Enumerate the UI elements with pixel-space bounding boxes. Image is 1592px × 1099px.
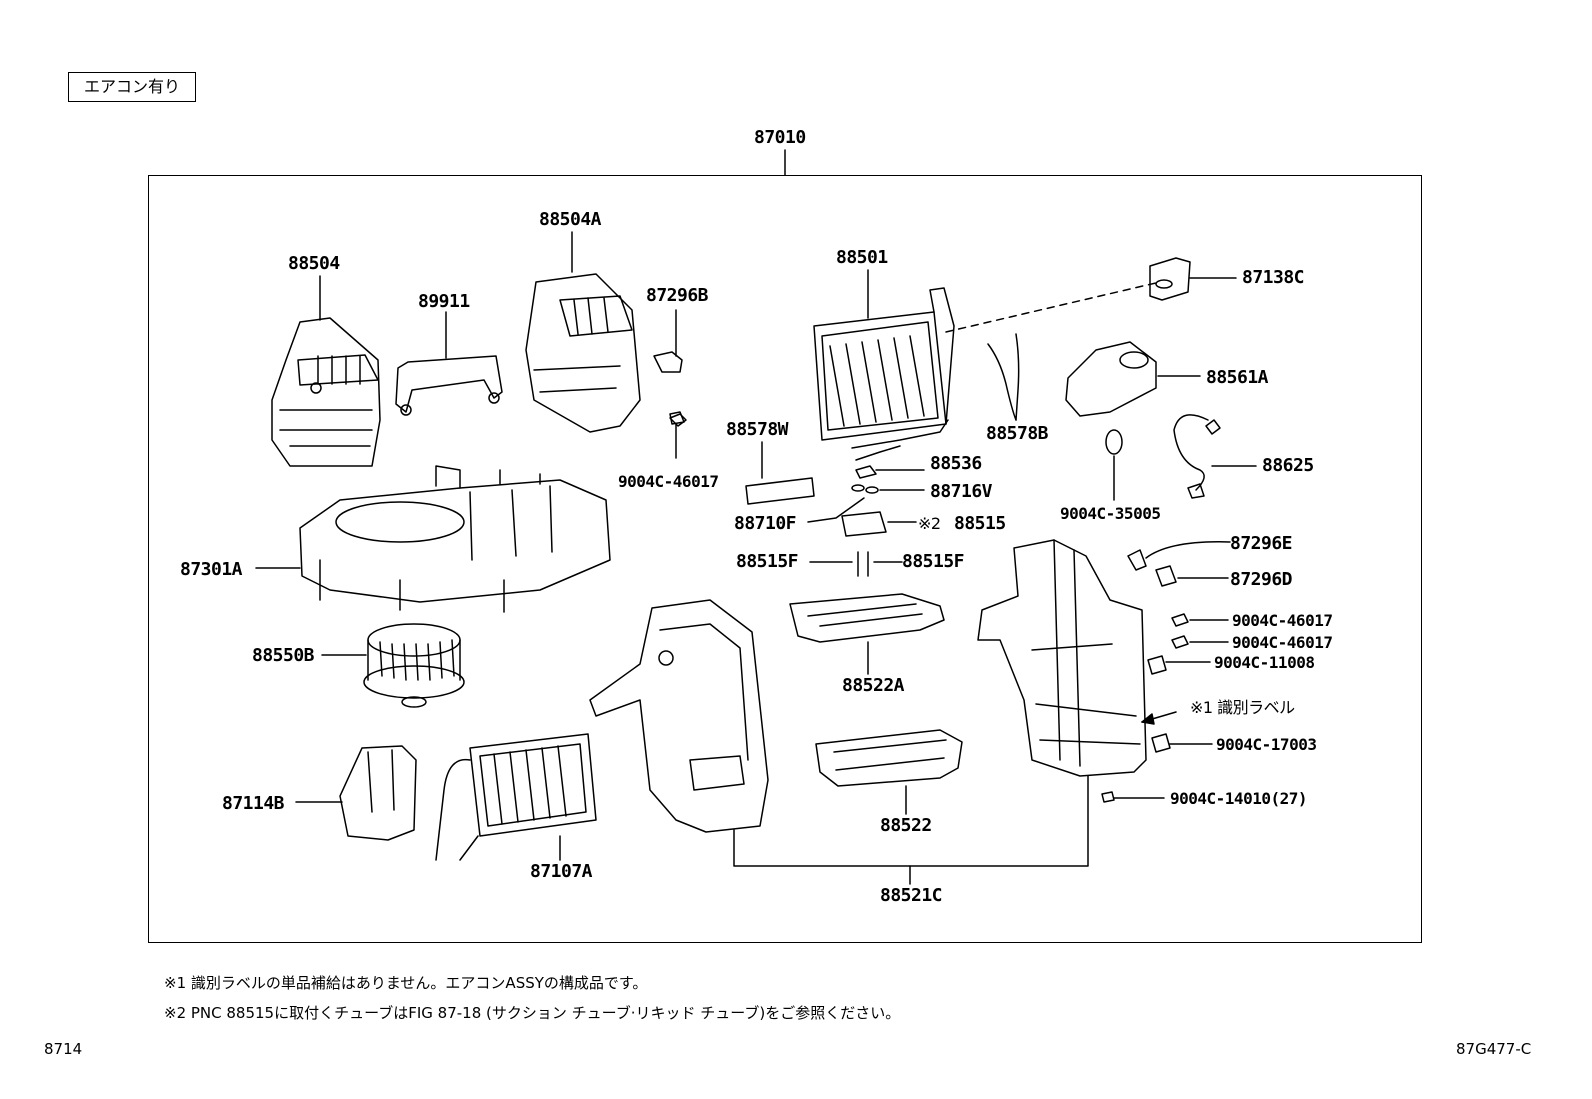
part-label-88578W: 88578W bbox=[726, 419, 789, 440]
part-9004C-46017-drawing bbox=[669, 413, 687, 427]
part-label-9004C-46017-b: 9004C-46017 bbox=[1232, 611, 1333, 630]
part-label-9004C-46017-a: 9004C-46017 bbox=[618, 472, 719, 491]
part-89911-drawing bbox=[395, 311, 503, 416]
part-88515F-drawing bbox=[809, 551, 903, 577]
part-label-88521C: 88521C bbox=[880, 885, 943, 906]
part-label-87114B: 87114B bbox=[222, 793, 285, 814]
part-label-9004C-46017-c: 9004C-46017 bbox=[1232, 633, 1333, 652]
part-87138C-drawing bbox=[1149, 257, 1237, 301]
part-87301A-drawing bbox=[255, 465, 611, 613]
part-88550B-drawing bbox=[321, 623, 465, 708]
part-9004C-17003-drawing bbox=[1151, 733, 1213, 753]
part-label-88522A: 88522A bbox=[842, 675, 905, 696]
part-label-88504A: 88504A bbox=[539, 209, 602, 230]
part-9004C-35005-drawing bbox=[1105, 429, 1123, 501]
part-label-88522: 88522 bbox=[880, 815, 932, 836]
part-87114B-drawing bbox=[295, 745, 417, 841]
part-label-9004C-11008: 9004C-11008 bbox=[1214, 653, 1315, 672]
part-label-88515: 88515 bbox=[954, 513, 1006, 534]
part-88578W-drawing bbox=[745, 441, 815, 505]
part-label-87107A: 87107A bbox=[530, 861, 593, 882]
part-88536-group-drawing bbox=[807, 465, 925, 537]
part-label-88561A: 88561A bbox=[1206, 367, 1269, 388]
part-label-88515F-b: 88515F bbox=[902, 551, 965, 572]
part-88501-drawing bbox=[813, 269, 955, 461]
part-label-88716V: 88716V bbox=[930, 481, 993, 502]
part-88578B-drawing bbox=[987, 333, 1020, 421]
part-label-9004C-35005: 9004C-35005 bbox=[1060, 504, 1161, 523]
part-88561A-drawing bbox=[1065, 341, 1201, 417]
part-87296D-drawing bbox=[1155, 565, 1229, 587]
part-88521C-left-drawing bbox=[589, 599, 769, 833]
part-label-88536: 88536 bbox=[930, 453, 982, 474]
footnote-1: ※1 識別ラベルの単品補給はありません。エアコンASSYの構成品です。 bbox=[164, 974, 648, 992]
part-mark-88515: ※2 bbox=[918, 514, 941, 533]
part-label-88501: 88501 bbox=[836, 247, 888, 268]
part-label-88515F-a: 88515F bbox=[736, 551, 799, 572]
aircon-tag: エアコン有り bbox=[68, 72, 196, 102]
part-label-87301A: 87301A bbox=[180, 559, 243, 580]
part-label-87296E: 87296E bbox=[1230, 533, 1293, 554]
dashed-leader bbox=[945, 281, 1161, 333]
identification-label-note: ※1 識別ラベル bbox=[1190, 698, 1295, 717]
part-87296E-drawing bbox=[1127, 541, 1231, 571]
part-9004C-11008-drawing bbox=[1147, 655, 1211, 675]
figure-code: 87G477-C bbox=[1456, 1040, 1532, 1058]
part-label-87296D: 87296D bbox=[1230, 569, 1293, 590]
part-9004C-46017-c-drawing bbox=[1171, 635, 1229, 649]
part-label-9004C-14010: 9004C-14010(27) bbox=[1170, 789, 1308, 808]
part-label-89911: 89911 bbox=[418, 291, 470, 312]
part-label-88504: 88504 bbox=[288, 253, 340, 274]
part-88504-drawing bbox=[271, 275, 381, 467]
part-label-9004C-17003: 9004C-17003 bbox=[1216, 735, 1317, 754]
part-88521C-right-drawing bbox=[977, 539, 1147, 777]
part-87296B-drawing bbox=[653, 309, 685, 459]
part-9004C-46017-b-drawing bbox=[1171, 613, 1229, 627]
part-9004C-14010-drawing bbox=[1101, 791, 1165, 803]
footnote-2: ※2 PNC 88515に取付くチューブはFIG 87-18 (サクション チュ… bbox=[164, 1004, 901, 1022]
part-88625-drawing bbox=[1173, 414, 1257, 499]
part-88521C-bracket bbox=[733, 775, 1089, 885]
assembly-number: 87010 bbox=[754, 127, 806, 148]
part-87107A-drawing bbox=[435, 733, 597, 861]
part-label-88550B: 88550B bbox=[252, 645, 315, 666]
part-label-87138C: 87138C bbox=[1242, 267, 1305, 288]
label-arrow bbox=[1141, 711, 1177, 725]
part-88522A-drawing bbox=[789, 593, 945, 675]
part-label-88578B: 88578B bbox=[986, 423, 1049, 444]
part-88504A-drawing bbox=[525, 231, 641, 433]
part-label-87296B: 87296B bbox=[646, 285, 709, 306]
part-88522-drawing bbox=[815, 729, 963, 815]
part-label-88625: 88625 bbox=[1262, 455, 1314, 476]
page-number: 8714 bbox=[44, 1040, 83, 1058]
part-label-88710F: 88710F bbox=[734, 513, 797, 534]
